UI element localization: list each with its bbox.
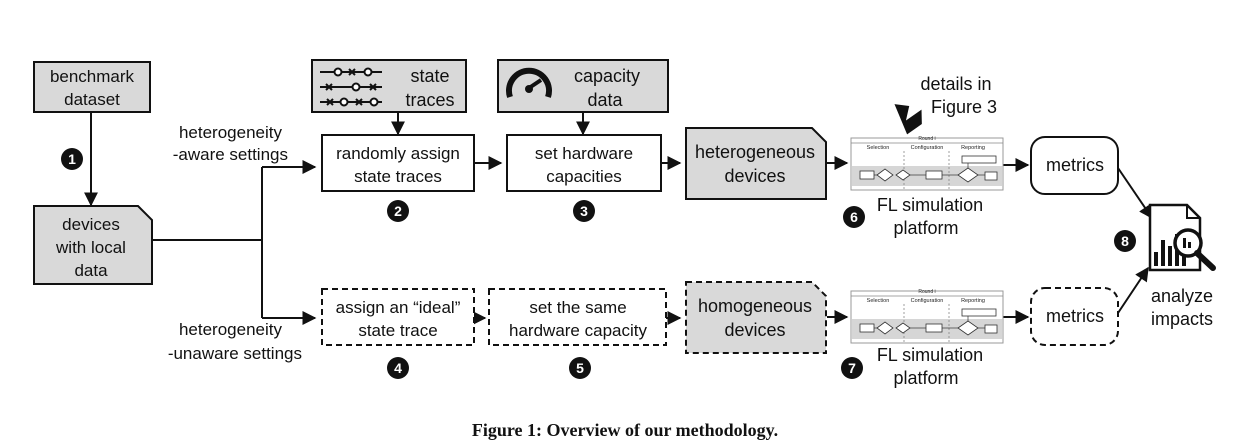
set-hardware-line1: set hardware <box>535 144 633 163</box>
homo-line2: devices <box>724 320 785 340</box>
step-4-label: 4 <box>394 360 402 376</box>
random-assign-line2: state traces <box>354 167 442 186</box>
aware-line1: heterogeneity <box>179 123 283 142</box>
unaware-line2: -unaware settings <box>168 344 302 363</box>
random-assign-node: randomly assign state traces <box>321 134 475 192</box>
details-note: details in Figure 3 <box>894 74 997 135</box>
same-hardware-node: set the same hardware capacity <box>488 288 667 346</box>
metrics-top-node: metrics <box>1030 136 1119 195</box>
step-badge-6: 6 <box>843 206 865 228</box>
homogeneous-devices-node: homogeneous devices <box>685 281 827 354</box>
report-analysis-icon <box>1148 203 1216 272</box>
analyze-impacts-label: analyze impacts <box>1151 286 1213 329</box>
step-6-label: 6 <box>850 209 858 225</box>
hetero-line2: devices <box>724 166 785 186</box>
devices-with-local-data-node: devices with local data <box>33 205 153 285</box>
capacity-line2: data <box>587 90 623 110</box>
random-assign-line1: randomly assign <box>336 144 460 163</box>
thumb-bottom-phase3: Reporting <box>961 298 985 304</box>
fl-platform-thumbnail-top: Round i Selection Configuration Reportin… <box>850 136 1004 191</box>
fl-platform-thumbnail-bottom: Round i Selection Configuration Reportin… <box>850 289 1004 344</box>
thumb-bottom-round: Round i <box>918 289 935 295</box>
devices-line3: data <box>74 261 108 280</box>
fl-bottom-line2: platform <box>893 368 958 388</box>
analyze-line1: analyze <box>1151 286 1213 306</box>
fl-platform-label-bottom: FL simulation platform <box>877 345 983 388</box>
step-1-label: 1 <box>68 151 76 167</box>
thumb-top-phase2: Configuration <box>911 145 944 151</box>
metrics-bottom-label: metrics <box>1046 306 1104 326</box>
down-arrow-icon <box>894 104 922 135</box>
unaware-line1: heterogeneity <box>179 320 283 339</box>
step-badge-3: 3 <box>573 200 595 222</box>
connectors <box>84 112 1153 325</box>
thumb-top-round: Round i <box>918 136 935 142</box>
details-line1: details in <box>920 74 991 94</box>
metrics-top-label: metrics <box>1046 155 1104 175</box>
step-badge-7: 7 <box>841 357 863 379</box>
step-5-label: 5 <box>576 360 584 376</box>
thumb-top-phase3: Reporting <box>961 145 985 151</box>
ideal-trace-line2: state trace <box>358 321 437 340</box>
thumb-top-phase1: Selection <box>867 145 890 151</box>
step-2-label: 2 <box>394 203 402 219</box>
thumb-bottom-phase1: Selection <box>867 298 890 304</box>
hetero-line1: heterogeneous <box>695 142 815 162</box>
fl-top-line2: platform <box>893 218 958 238</box>
step-8-label: 8 <box>1121 233 1129 249</box>
speedometer-icon <box>506 67 552 98</box>
benchmark-dataset-node: benchmark dataset <box>33 61 151 113</box>
devices-line2: with local <box>55 238 126 257</box>
benchmark-line1: benchmark <box>50 67 135 86</box>
step-7-label: 7 <box>848 360 856 376</box>
heterogeneous-devices-node: heterogeneous devices <box>685 127 827 200</box>
step-badge-5: 5 <box>569 357 591 379</box>
state-trace-icon <box>320 67 382 107</box>
aware-line2: -aware settings <box>173 145 288 164</box>
step-badge-1: 1 <box>61 148 83 170</box>
details-line2: Figure 3 <box>931 97 997 117</box>
state-traces-line1: state <box>410 66 449 86</box>
figure-caption: Figure 1: Overview of our methodology. <box>472 420 778 440</box>
state-traces-line2: traces <box>405 90 454 110</box>
metrics-bottom-node: metrics <box>1030 287 1119 346</box>
unaware-settings-label: heterogeneity -unaware settings <box>168 320 302 363</box>
set-hardware-node: set hardware capacities <box>506 134 662 192</box>
set-hardware-line2: capacities <box>546 167 622 186</box>
aware-settings-label: heterogeneity -aware settings <box>173 123 288 164</box>
ideal-trace-line1: assign an “ideal” <box>336 298 461 317</box>
state-traces-node: state traces <box>311 59 467 113</box>
devices-line1: devices <box>62 215 120 234</box>
same-hardware-line2: hardware capacity <box>509 321 647 340</box>
fl-bottom-line1: FL simulation <box>877 345 983 365</box>
fl-platform-label-top: FL simulation platform <box>877 195 983 238</box>
homo-line1: homogeneous <box>698 296 812 316</box>
fl-top-line1: FL simulation <box>877 195 983 215</box>
thumb-bottom-phase2: Configuration <box>911 298 944 304</box>
step-3-label: 3 <box>580 203 588 219</box>
ideal-trace-node: assign an “ideal” state trace <box>321 288 475 346</box>
benchmark-line2: dataset <box>64 90 120 109</box>
capacity-line1: capacity <box>574 66 640 86</box>
capacity-data-node: capacity data <box>497 59 669 113</box>
same-hardware-line1: set the same <box>529 298 626 317</box>
analyze-line2: impacts <box>1151 309 1213 329</box>
step-badge-4: 4 <box>387 357 409 379</box>
step-badge-2: 2 <box>387 200 409 222</box>
step-badge-8: 8 <box>1114 230 1136 252</box>
